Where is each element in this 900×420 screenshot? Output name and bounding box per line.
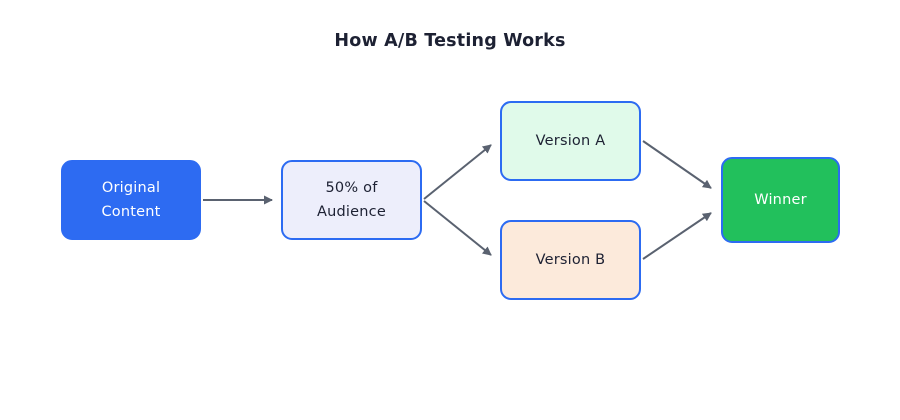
node-original-content-label: Original Content [101,180,161,220]
diagram-title: How A/B Testing Works [334,31,566,51]
node-version-a: Version A [500,101,641,181]
node-winner: Winner [721,157,840,243]
edge-version-a-to-winner [642,140,712,189]
node-version-b-label: Version B [535,252,606,268]
node-winner-label: Winner [754,192,807,208]
node-original-content: Original Content [61,160,201,240]
edge-audience-to-version-b [423,200,492,256]
node-audience-split: 50% of Audience [281,160,422,240]
edge-audience-to-version-a [423,144,492,200]
node-audience-split-label: 50% of Audience [317,180,386,220]
node-version-a-label: Version A [535,133,606,149]
node-version-b: Version B [500,220,641,300]
edge-version-b-to-winner [642,212,712,260]
